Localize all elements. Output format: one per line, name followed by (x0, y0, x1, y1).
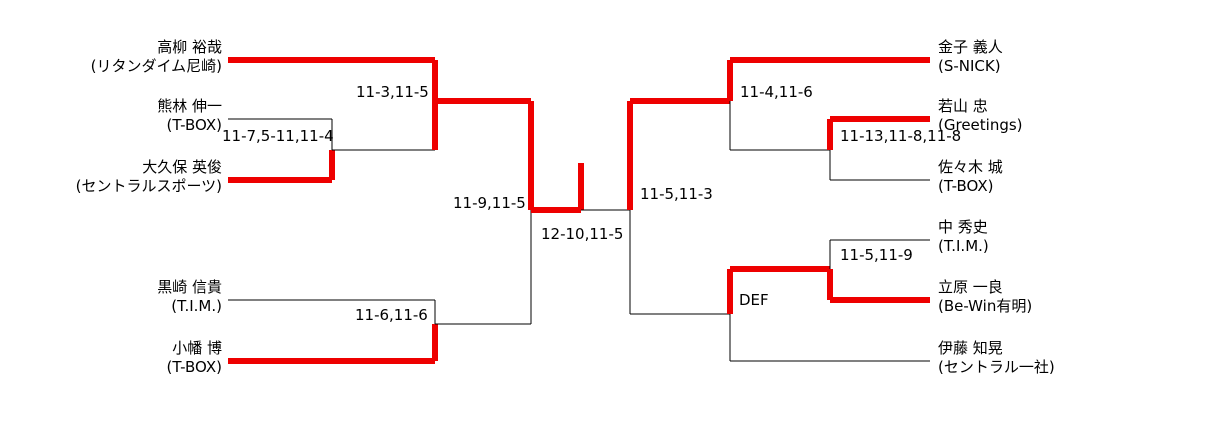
player-club: (T.I.M.) (938, 237, 989, 255)
match-score: 11-7,5-11,11-4 (222, 127, 334, 145)
player-name: 立原 一良 (938, 278, 1003, 296)
player-club: (セントラルスポーツ) (75, 177, 222, 195)
player-entry: 黒崎 信貴(T.I.M.) (157, 278, 222, 316)
player-entry: 金子 義人(S-NICK) (938, 38, 1003, 76)
player-club: (T-BOX) (166, 116, 222, 134)
player-name: 佐々木 城 (938, 158, 1003, 176)
match-score: 11-9,11-5 (453, 194, 526, 212)
player-name: 金子 義人 (938, 38, 1003, 56)
player-name: 高柳 裕哉 (157, 38, 222, 56)
player-entry: 熊林 伸一(T-BOX) (157, 97, 222, 135)
player-entry: 小幡 博(T-BOX) (166, 339, 222, 377)
match-score: 11-5,11-9 (840, 246, 913, 264)
player-entry: 中 秀史(T.I.M.) (938, 218, 989, 256)
player-name: 中 秀史 (938, 218, 988, 236)
player-club: (T.I.M.) (171, 297, 222, 315)
player-club: (T-BOX) (166, 358, 222, 376)
player-club: (Be-Win有明) (938, 297, 1033, 315)
player-name: 大久保 英俊 (142, 158, 222, 176)
match-score: DEF (739, 291, 769, 309)
player-club: (セントラル一社) (938, 358, 1055, 376)
player-entry: 伊藤 知晃(セントラル一社) (938, 339, 1055, 377)
player-name: 熊林 伸一 (157, 97, 222, 115)
player-entry: 若山 忠(Greetings) (938, 97, 1023, 135)
player-entry: 佐々木 城(T-BOX) (938, 158, 1003, 196)
player-name: 伊藤 知晃 (938, 339, 1003, 357)
player-name: 黒崎 信貴 (157, 278, 222, 296)
player-club: (S-NICK) (938, 57, 1001, 75)
match-score: 12-10,11-5 (541, 225, 624, 243)
match-score: 11-3,11-5 (356, 83, 429, 101)
match-score: 11-5,11-3 (640, 185, 713, 203)
match-score: 11-6,11-6 (355, 306, 428, 324)
player-name: 小幡 博 (172, 339, 222, 357)
player-club: (T-BOX) (938, 177, 994, 195)
player-entry: 高柳 裕哉(リタンダイム尼崎) (91, 38, 222, 76)
player-club: (リタンダイム尼崎) (90, 57, 222, 75)
player-entry: 立原 一良(Be-Win有明) (938, 278, 1032, 316)
player-name: 若山 忠 (938, 97, 988, 115)
player-entry: 大久保 英俊(セントラルスポーツ) (76, 158, 222, 196)
match-score: 11-4,11-6 (740, 83, 813, 101)
match-score: 11-13,11-8,11-8 (840, 127, 962, 145)
player-club: (Greetings) (938, 116, 1023, 134)
